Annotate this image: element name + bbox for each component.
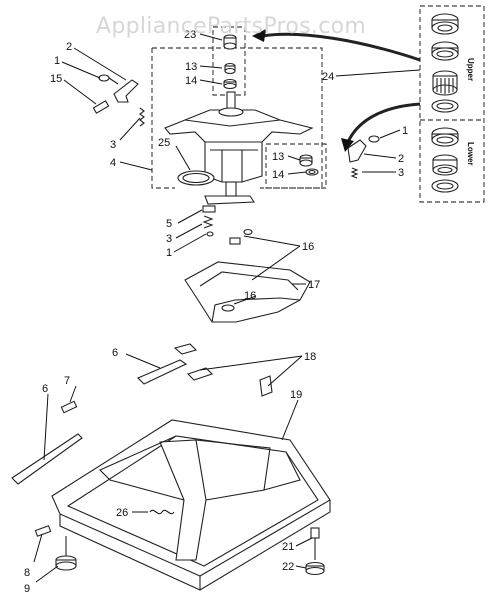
callout-15: 15 <box>50 73 62 85</box>
callout-22: 22 <box>282 561 294 573</box>
lower-arrowhead <box>341 138 354 152</box>
callout-1-lower: 1 <box>166 247 172 259</box>
callout-19: 19 <box>290 389 302 401</box>
upper-bearing-arrow <box>261 32 421 62</box>
callout-8: 8 <box>24 567 30 579</box>
callout-3-lower: 3 <box>166 233 172 245</box>
callout-23: 23 <box>184 29 196 41</box>
callout-18: 18 <box>304 351 316 363</box>
callout-1-left: 1 <box>54 55 60 67</box>
watermark-text: AppliancePartsPros.com <box>96 14 367 39</box>
callout-6-upper: 6 <box>112 347 118 359</box>
callout-25: 25 <box>158 137 170 149</box>
right-bracket-parts <box>347 135 380 179</box>
callout-24: 24 <box>322 71 334 83</box>
callout-labels: 23 13 14 2 1 15 3 4 25 24 1 2 3 13 14 5 … <box>24 29 408 595</box>
callout-13-right: 13 <box>272 151 284 163</box>
callout-3-right: 3 <box>398 167 404 179</box>
callout-6-lower: 6 <box>42 383 48 395</box>
callout-14-right: 14 <box>272 169 284 181</box>
callout-2-right: 2 <box>398 153 404 165</box>
callout-17: 17 <box>308 279 320 291</box>
callout-7: 7 <box>64 375 70 387</box>
callout-2-left: 2 <box>66 41 72 53</box>
callout-9: 9 <box>24 583 30 595</box>
callout-5: 5 <box>166 218 172 230</box>
callout-1-right: 1 <box>402 125 408 137</box>
lower-bearing-arrow <box>346 102 421 143</box>
callout-13-upper: 13 <box>185 61 197 73</box>
bearing-kit-box <box>419 5 485 203</box>
callout-16-upper: 16 <box>302 241 314 253</box>
transmission-parts <box>164 34 319 205</box>
pump-shield <box>184 228 311 323</box>
callout-4: 4 <box>110 157 116 169</box>
lower-spring-parts <box>202 205 216 237</box>
left-bracket-parts <box>92 74 145 127</box>
upper-arrowhead <box>252 29 266 42</box>
callout-26: 26 <box>116 507 128 519</box>
callout-3-left: 3 <box>110 139 116 151</box>
leader-lines <box>33 33 421 583</box>
callout-16-lower: 16 <box>244 290 256 302</box>
callout-14-upper: 14 <box>185 75 197 87</box>
callout-21: 21 <box>282 541 294 553</box>
upper-label: Upper <box>466 58 475 81</box>
base-frame <box>11 343 331 591</box>
lower-label: Lower <box>466 142 475 166</box>
